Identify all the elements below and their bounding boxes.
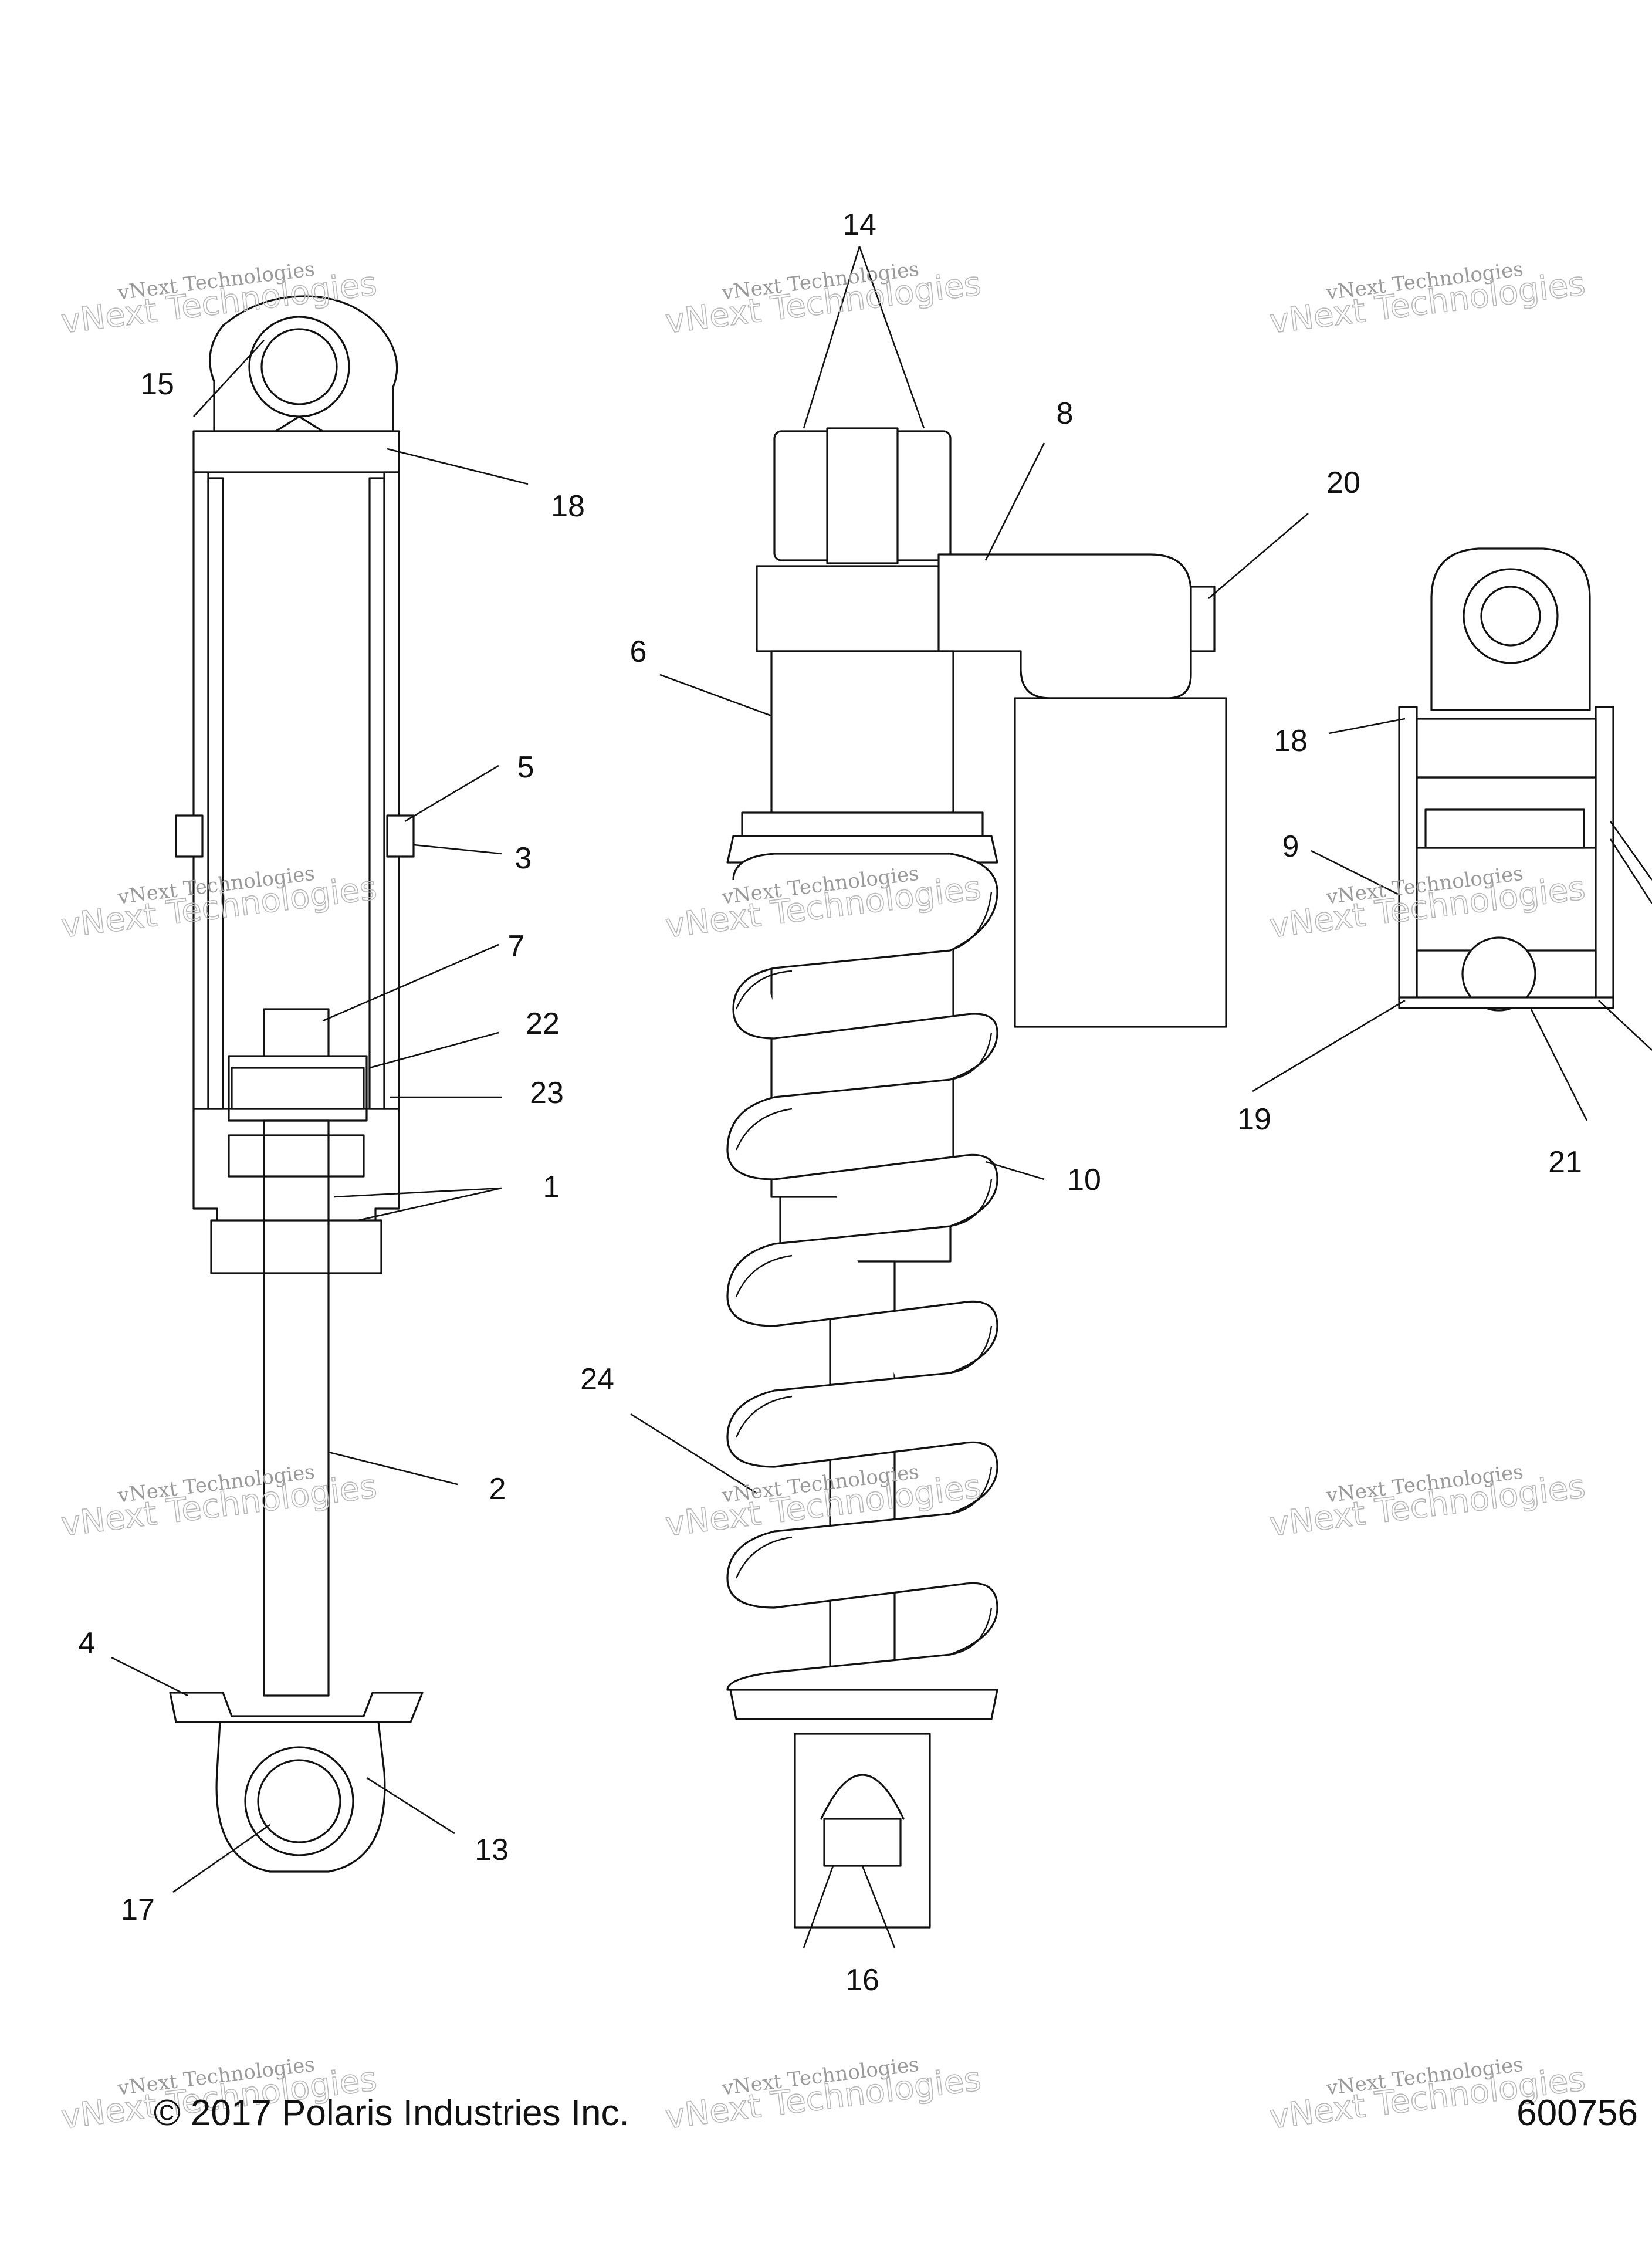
callout-20: 20 (1326, 466, 1360, 500)
callout-18-right: 18 (1274, 724, 1308, 758)
collar-right (386, 814, 415, 858)
inner-tube-right (368, 477, 385, 1110)
reservoir-head-section (1430, 547, 1591, 711)
watermark-top-center: vNext Technologies vNext Technologies (663, 258, 984, 342)
callout-1: 1 (543, 1170, 560, 1204)
watermark-bottom-center: vNext Technologies vNext Technologies (663, 2053, 984, 2137)
reservoir-eyelet (1463, 568, 1559, 664)
hose-fitting (937, 553, 1192, 699)
bottom-eyelet (215, 1721, 386, 1873)
top-eyelet (209, 295, 398, 432)
part-number: 600756 (1516, 2093, 1638, 2133)
piston-rod (263, 1119, 330, 1697)
callout-14: 14 (842, 208, 876, 242)
callout-9: 9 (1282, 830, 1299, 864)
shock-body (770, 650, 954, 817)
callout-21: 21 (1548, 1145, 1582, 1179)
reservoir-cap-section (1416, 718, 1597, 779)
reservoir-section (1398, 547, 1614, 1012)
callout-23: 23 (530, 1076, 564, 1110)
reservoir-eyelet-inner (1480, 586, 1541, 647)
cap-port (275, 415, 324, 432)
callout-6: 6 (630, 635, 647, 669)
callout-10: 10 (1067, 1163, 1101, 1197)
inner-tube-left (207, 477, 224, 1110)
exterior-shock-assembly (726, 427, 1227, 1929)
top-spacer (826, 427, 899, 564)
callout-22: 22 (526, 1007, 560, 1041)
reservoir-wall-left (1398, 706, 1418, 1002)
collar-left (175, 814, 204, 858)
callout-4: 4 (79, 1626, 96, 1660)
top-bushing-inner (260, 328, 338, 405)
body-wall-left (192, 471, 209, 1110)
floating-piston-band (1424, 808, 1585, 849)
body-cap (192, 430, 400, 473)
callout-labels: 15 18 5 3 7 22 23 1 2 4 13 17 14 8 20 6 … (79, 208, 1582, 1997)
callout-7: 7 (508, 929, 525, 963)
bottom-bushing (244, 1746, 354, 1856)
spring-seat-bottom (729, 1689, 998, 1720)
leader-lines (111, 246, 1652, 1948)
callout-17: 17 (121, 1893, 155, 1927)
copyright-notice: © 2017 Polaris Industries Inc. (154, 2093, 629, 2133)
reservoir-bottom (1398, 996, 1614, 1009)
reservoir-canister (1014, 697, 1227, 1028)
callout-16: 16 (845, 1963, 879, 1997)
watermark-mid-left: vNext Technologies vNext Technologies (59, 862, 380, 946)
coil-spring (726, 853, 998, 1691)
bottom-spacer (823, 1818, 902, 1867)
callout-13: 13 (475, 1833, 509, 1867)
preload-collar (741, 811, 984, 837)
reservoir-wall-right (1595, 706, 1614, 1002)
watermark-top-right: vNext Technologies vNext Technologies (1267, 258, 1588, 342)
rod-guide (210, 1219, 382, 1274)
callout-2: 2 (489, 1472, 506, 1506)
watermark-low-left: vNext Technologies vNext Technologies (59, 1460, 380, 1545)
watermark-low-right: vNext Technologies vNext Technologies (1267, 1460, 1588, 1545)
callout-15: 15 (140, 367, 174, 401)
callout-3: 3 (515, 841, 532, 875)
watermark-mid-right: vNext Technologies vNext Technologies (1267, 862, 1588, 946)
callout-8: 8 (1057, 397, 1074, 431)
bottom-clevis-arch (820, 1774, 905, 1820)
top-bushing (248, 316, 350, 418)
callout-5: 5 (517, 750, 534, 784)
callout-19: 19 (1237, 1102, 1271, 1136)
body-wall-right (383, 471, 400, 1110)
piston (228, 1055, 368, 1122)
callout-24: 24 (580, 1362, 614, 1396)
seal-head-inner (228, 1134, 365, 1178)
sectioned-shock-assembly (169, 295, 424, 1873)
callout-18-left: 18 (551, 489, 585, 523)
bumper-cap (169, 1692, 424, 1723)
bottom-bushing-inner (257, 1759, 341, 1843)
schrader-valve-detail (1461, 936, 1536, 1012)
